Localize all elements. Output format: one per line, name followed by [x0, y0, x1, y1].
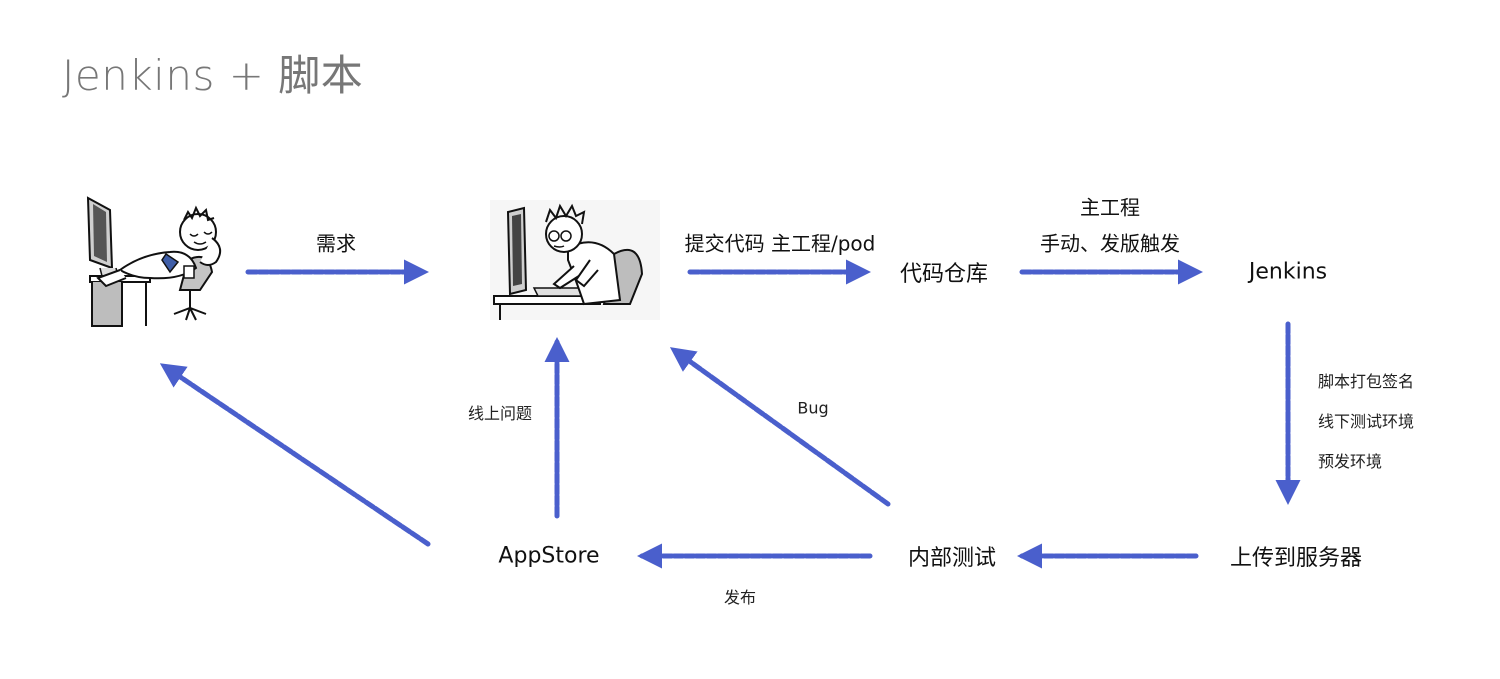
label-bug: Bug	[797, 398, 829, 418]
jenkins-step: 线下测试环境	[1318, 412, 1415, 431]
label-trigger-line1: 主工程	[1080, 195, 1140, 220]
node-jenkins: Jenkins	[1248, 259, 1328, 285]
arrow-appstore-to-boss	[159, 363, 431, 547]
jenkins-step: 脚本打包签名	[1318, 372, 1415, 391]
node-internal-test: 内部测试	[907, 546, 997, 571]
arrow-bug	[669, 347, 891, 507]
label-release: 发布	[723, 588, 757, 607]
label-online-issue: 线上问题	[467, 404, 533, 423]
node-repo: 代码仓库	[899, 262, 989, 287]
node-appstore: AppStore	[498, 543, 600, 569]
node-upload: 上传到服务器	[1229, 546, 1363, 571]
label-trigger-line2: 手动、发版触发	[1040, 231, 1180, 256]
jenkins-steps: 脚本打包签名 线下测试环境 预发环境	[1318, 362, 1414, 482]
page-title: Jenkins + 脚本	[62, 51, 364, 100]
label-requirement: 需求	[316, 231, 356, 256]
developer-typing-at-computer-icon	[490, 200, 660, 320]
jenkins-step: 预发环境	[1318, 452, 1383, 471]
label-commit: 提交代码 主工程/pod	[684, 231, 876, 256]
relaxed-person-at-computer-icon	[86, 196, 222, 327]
